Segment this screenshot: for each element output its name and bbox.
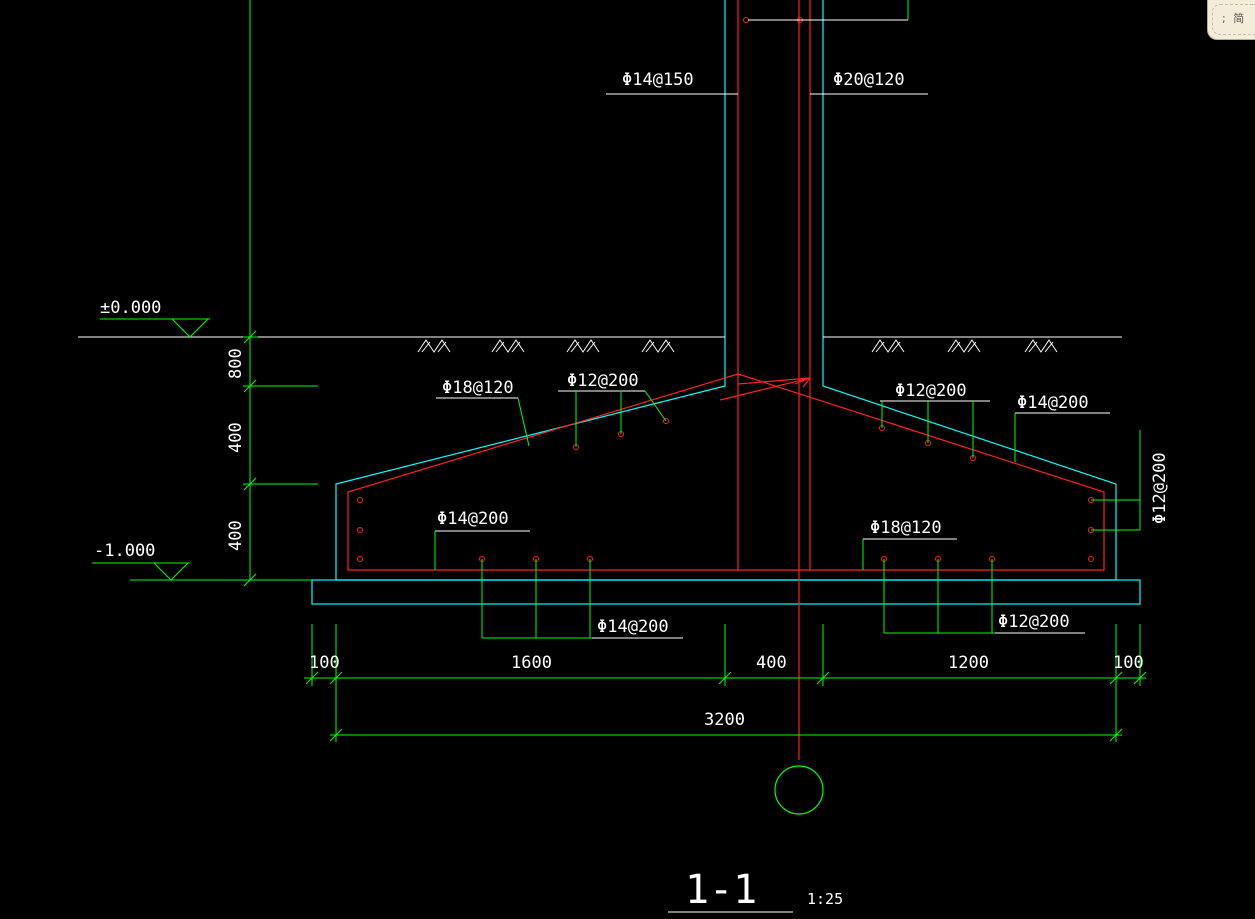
dim-vertical-2: 400 bbox=[226, 422, 246, 453]
dim-horizontal-1: 100 bbox=[309, 653, 340, 673]
label-bottom-right-bottom: Φ12@200 bbox=[998, 612, 1070, 632]
side-panel-tab-label: ; 简 bbox=[1222, 12, 1247, 25]
leader-lines-green bbox=[249, 0, 1141, 639]
section-scale: 1:25 bbox=[807, 890, 843, 908]
label-level-ground: ±0.000 bbox=[100, 298, 161, 318]
label-column-left: Φ14@150 bbox=[622, 70, 694, 90]
dim-horizontal-5: 100 bbox=[1113, 653, 1144, 673]
side-panel-tab[interactable]: ; 简 bbox=[1207, 0, 1255, 40]
label-slope-left-inner: Φ12@200 bbox=[567, 371, 639, 391]
leader-lines-white bbox=[435, 19, 1110, 639]
dim-vertical-1: 800 bbox=[226, 348, 246, 379]
foundation-section-drawing: Φ14@150 Φ20@120 ±0.000 -1.000 Φ18@120 Φ1… bbox=[78, 0, 1170, 913]
dim-total: 3200 bbox=[704, 710, 745, 730]
label-side-right: Φ12@200 bbox=[1150, 452, 1170, 524]
dim-vertical-3: 400 bbox=[226, 520, 246, 551]
label-slope-left-outer: Φ18@120 bbox=[442, 378, 514, 398]
concrete-outline bbox=[311, 0, 1141, 605]
dim-horizontal-4: 1200 bbox=[948, 653, 989, 673]
label-slope-right-outer: Φ14@200 bbox=[1017, 393, 1089, 413]
dim-horizontal-2: 1600 bbox=[511, 653, 552, 673]
axis-circle bbox=[774, 765, 824, 815]
vertical-dimensions bbox=[130, 330, 318, 587]
level-symbol-ground bbox=[100, 318, 210, 338]
soil-hatches bbox=[417, 339, 1058, 353]
rebar-lines bbox=[347, 0, 1105, 760]
label-bottom-left-top: Φ14@200 bbox=[437, 509, 509, 529]
label-slope-right-inner: Φ12@200 bbox=[895, 381, 967, 401]
label-bottom-right-top: Φ18@120 bbox=[870, 518, 942, 538]
label-column-right: Φ20@120 bbox=[833, 70, 905, 90]
dim-horizontal-3: 400 bbox=[756, 653, 787, 673]
label-bottom-left-bottom: Φ14@200 bbox=[597, 617, 669, 637]
text-labels: Φ14@150 Φ20@120 ±0.000 -1.000 Φ18@120 Φ1… bbox=[94, 70, 1170, 913]
horizontal-dimensions bbox=[304, 624, 1147, 742]
section-title: 1-1 bbox=[685, 867, 757, 913]
label-level-bottom: -1.000 bbox=[94, 541, 155, 561]
level-symbol-bottom bbox=[92, 562, 190, 581]
